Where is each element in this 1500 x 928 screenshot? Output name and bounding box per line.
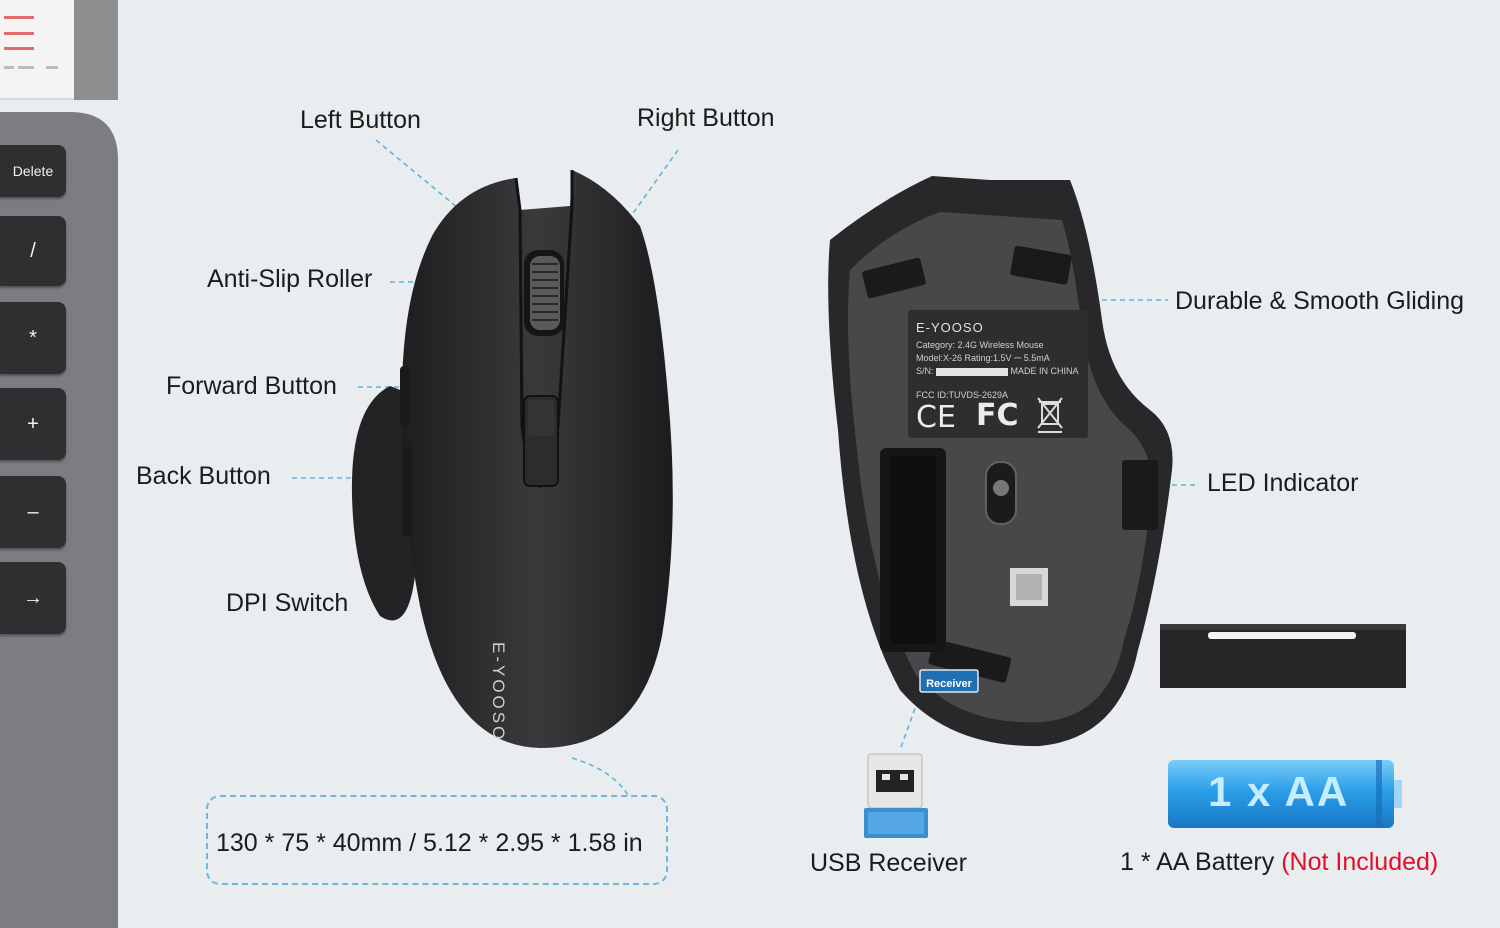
- key-delete: Delete: [0, 145, 66, 197]
- mouse-bottom-view: [828, 176, 1173, 747]
- label-right-button: Right Button: [637, 104, 775, 132]
- battery-text: 1 x AA: [1208, 768, 1350, 815]
- key-plus: +: [0, 388, 66, 460]
- key-asterisk: *: [0, 302, 66, 374]
- label-back-button: Back Button: [136, 462, 271, 490]
- label-left-button: Left Button: [300, 106, 421, 134]
- bottom-label-sn: S/N: MADE IN CHINA: [916, 366, 1079, 376]
- leader-left-button: [375, 139, 471, 219]
- mouse-top-brand: E-YOOSO: [489, 642, 508, 743]
- laptop-edge: Delete / * + – →: [0, 0, 118, 928]
- battery-cover: [1160, 624, 1406, 688]
- bottom-label-model: Model:X-26 Rating:1.5V ⎓ 5.5mA: [916, 353, 1050, 363]
- bottom-label-sn-text: S/N:: [916, 366, 934, 376]
- label-anti-slip-roller: Anti-Slip Roller: [207, 265, 373, 293]
- weee-bin-icon: [1037, 397, 1063, 433]
- aa-battery-icon: [1168, 760, 1402, 828]
- bottom-label-ce: CE: [916, 400, 956, 435]
- label-led-indicator: LED Indicator: [1207, 469, 1359, 497]
- label-dpi-switch: DPI Switch: [226, 589, 349, 617]
- usb-receiver-icon: [864, 753, 928, 838]
- label-durable-gliding: Durable & Smooth Gliding: [1175, 287, 1465, 315]
- label-usb-receiver: USB Receiver: [810, 849, 967, 877]
- bottom-label-fc: FC: [976, 398, 1019, 433]
- label-battery-note: (Not Included): [1281, 848, 1439, 876]
- key-arrow: →: [0, 562, 66, 634]
- receiver-tag: Receiver: [926, 678, 972, 690]
- key-slash: /: [0, 216, 66, 286]
- sn-barcode: [936, 367, 1009, 376]
- leader-right-button: [623, 149, 679, 227]
- bottom-label-fcc: FCC ID:TUVDS-2629A: [916, 390, 1009, 400]
- bottom-label-made-in: MADE IN CHINA: [1010, 366, 1079, 376]
- mouse-top-view: [351, 170, 673, 748]
- leader-dimensions: [571, 757, 629, 796]
- label-battery: 1 * AA Battery (Not Included): [1120, 848, 1438, 877]
- bottom-label-category: Category: 2.4G Wireless Mouse: [916, 340, 1044, 350]
- label-forward-button: Forward Button: [166, 372, 337, 400]
- dimensions-box: 130 * 75 * 40mm / 5.12 * 2.95 * 1.58 in: [206, 795, 668, 885]
- label-dimensions: 130 * 75 * 40mm / 5.12 * 2.95 * 1.58 in: [216, 829, 643, 857]
- label-battery-prefix: 1 * AA Battery: [1120, 848, 1282, 876]
- key-minus: –: [0, 476, 66, 548]
- bottom-label-brand: E-YOOSO: [916, 320, 984, 335]
